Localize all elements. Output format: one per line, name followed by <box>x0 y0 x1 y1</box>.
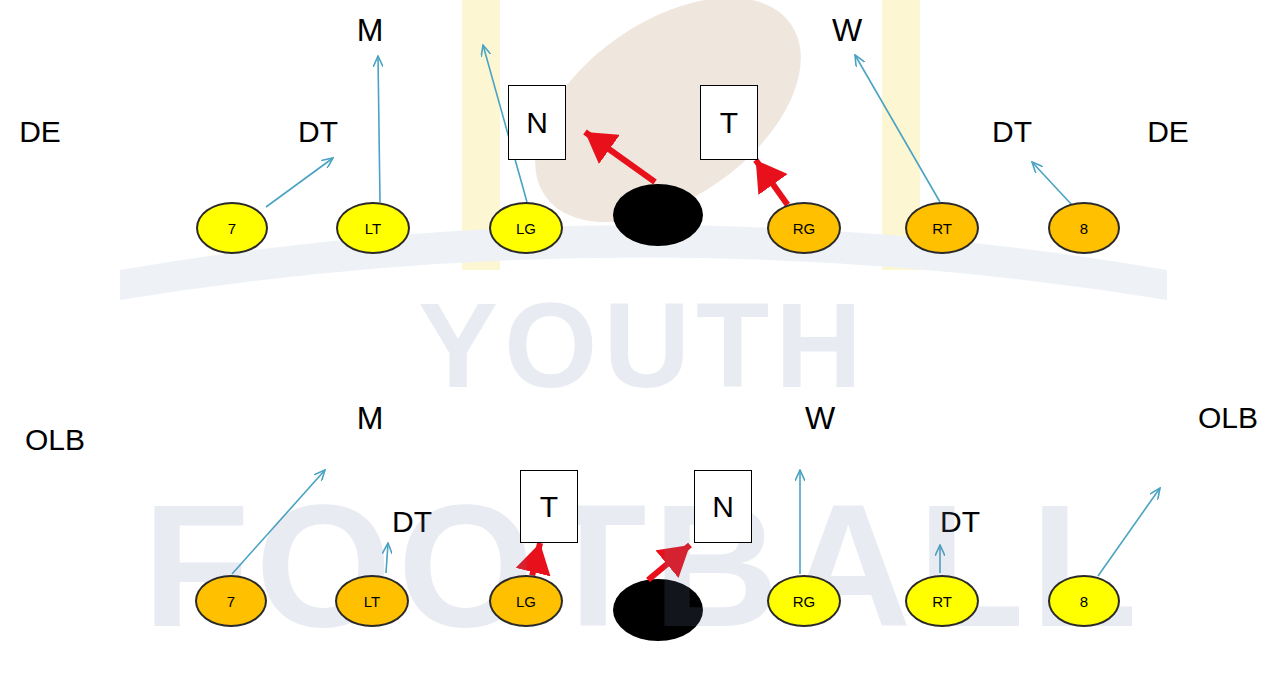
player-circle: 8 <box>1048 575 1120 627</box>
player-circle: 7 <box>195 575 267 627</box>
player-name: RG <box>793 594 816 609</box>
defender-letter: T <box>540 492 558 522</box>
defender-label: DE <box>1147 117 1189 147</box>
defender-label: DE <box>19 117 61 147</box>
block-arrow <box>1032 162 1072 205</box>
player-name: 7 <box>227 594 235 609</box>
block-arrow <box>266 158 333 207</box>
defender-label: OLB <box>25 425 85 455</box>
player-circle: RT <box>905 575 979 627</box>
block-arrow <box>939 545 941 573</box>
player-circle: RG <box>767 202 841 254</box>
player-circle: 7 <box>196 202 268 254</box>
block-arrow <box>232 470 325 574</box>
center-ball <box>613 579 703 641</box>
defender-box: T <box>700 85 758 160</box>
defender-label: DT <box>298 117 338 147</box>
player-circle: LG <box>489 575 563 627</box>
player-name: RT <box>932 221 952 236</box>
player-name: 8 <box>1080 221 1088 236</box>
player-name: 8 <box>1080 594 1088 609</box>
player-circle: RT <box>905 202 979 254</box>
block-arrow <box>756 160 788 205</box>
watermark-text: YOUTH <box>418 285 868 405</box>
player-name: RT <box>932 594 952 609</box>
player-circle: LT <box>336 202 410 254</box>
defender-letter: N <box>712 492 734 522</box>
block-arrow <box>532 543 540 575</box>
player-name: LG <box>516 221 536 236</box>
player-name: 7 <box>228 221 236 236</box>
player-circle: RG <box>767 575 841 627</box>
defender-label: DT <box>392 507 432 537</box>
defender-label: OLB <box>1198 403 1258 433</box>
block-arrow <box>855 55 940 202</box>
player-name: LG <box>516 594 536 609</box>
block-arrow <box>1098 488 1160 576</box>
defender-box: T <box>520 470 578 543</box>
defender-box: N <box>508 85 566 160</box>
player-circle: LT <box>335 575 409 627</box>
defender-label: DT <box>940 507 980 537</box>
player-circle: 8 <box>1048 202 1120 254</box>
defender-box: N <box>694 470 752 543</box>
defender-label: M <box>357 14 384 46</box>
block-arrow <box>799 470 801 574</box>
center-block-arrow <box>585 132 655 182</box>
block-arrow <box>378 56 380 202</box>
player-name: LT <box>365 221 381 236</box>
player-name: RG <box>793 221 816 236</box>
player-name: LT <box>364 594 380 609</box>
player-circle: LG <box>489 202 563 254</box>
defender-label: M <box>357 402 384 434</box>
center-block-arrow <box>648 545 690 580</box>
defender-label: DT <box>992 117 1032 147</box>
defender-letter: N <box>526 108 548 138</box>
block-arrow <box>386 543 388 573</box>
center-ball <box>613 184 703 246</box>
defender-label: W <box>832 14 862 46</box>
defender-letter: T <box>720 108 738 138</box>
defender-label: W <box>805 402 835 434</box>
watermark-text: FOOTBALL <box>143 478 1144 653</box>
